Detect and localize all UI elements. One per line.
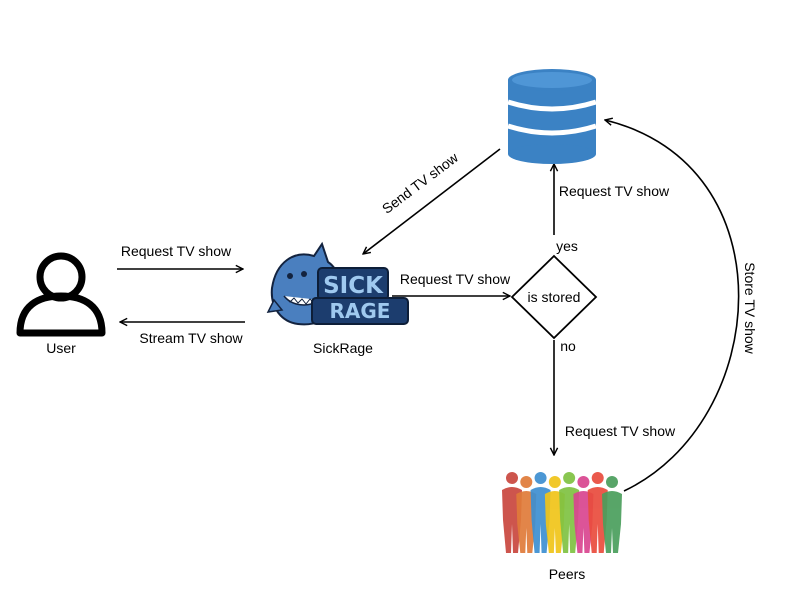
arrow-db-request-label: Request TV show: [559, 183, 670, 199]
peer-figure: [602, 476, 622, 553]
sickrage-logo-bottom-text: RAGE: [330, 299, 391, 323]
arrow-peers-to-database: [605, 120, 740, 492]
peers-icon: [502, 472, 622, 553]
arrow-peers-request-label: Request TV show: [565, 423, 676, 439]
database-icon: [507, 69, 597, 164]
sickrage-label: SickRage: [313, 340, 373, 356]
arrow-store-label: Store TV show: [742, 262, 758, 354]
user-icon: [16, 252, 106, 337]
arrow-database-to-sickrage: [363, 148, 501, 254]
decision-diamond: [510, 254, 598, 340]
sickrage-logo: SICK RAGE: [266, 241, 409, 326]
arrow-send-label: Send TV show: [379, 149, 462, 217]
decision-label: is stored: [528, 289, 581, 305]
sickrage-logo-top-text: SICK: [323, 273, 384, 299]
user-label: User: [46, 340, 76, 356]
decision-no-label: no: [560, 338, 576, 354]
peers-label: Peers: [549, 566, 586, 582]
arrow-stream-label: Stream TV show: [139, 330, 243, 346]
arrow-sickrage-request-label: Request TV show: [400, 271, 511, 287]
decision-yes-label: yes: [556, 238, 578, 254]
arrow-user-request-label: Request TV show: [121, 243, 232, 259]
